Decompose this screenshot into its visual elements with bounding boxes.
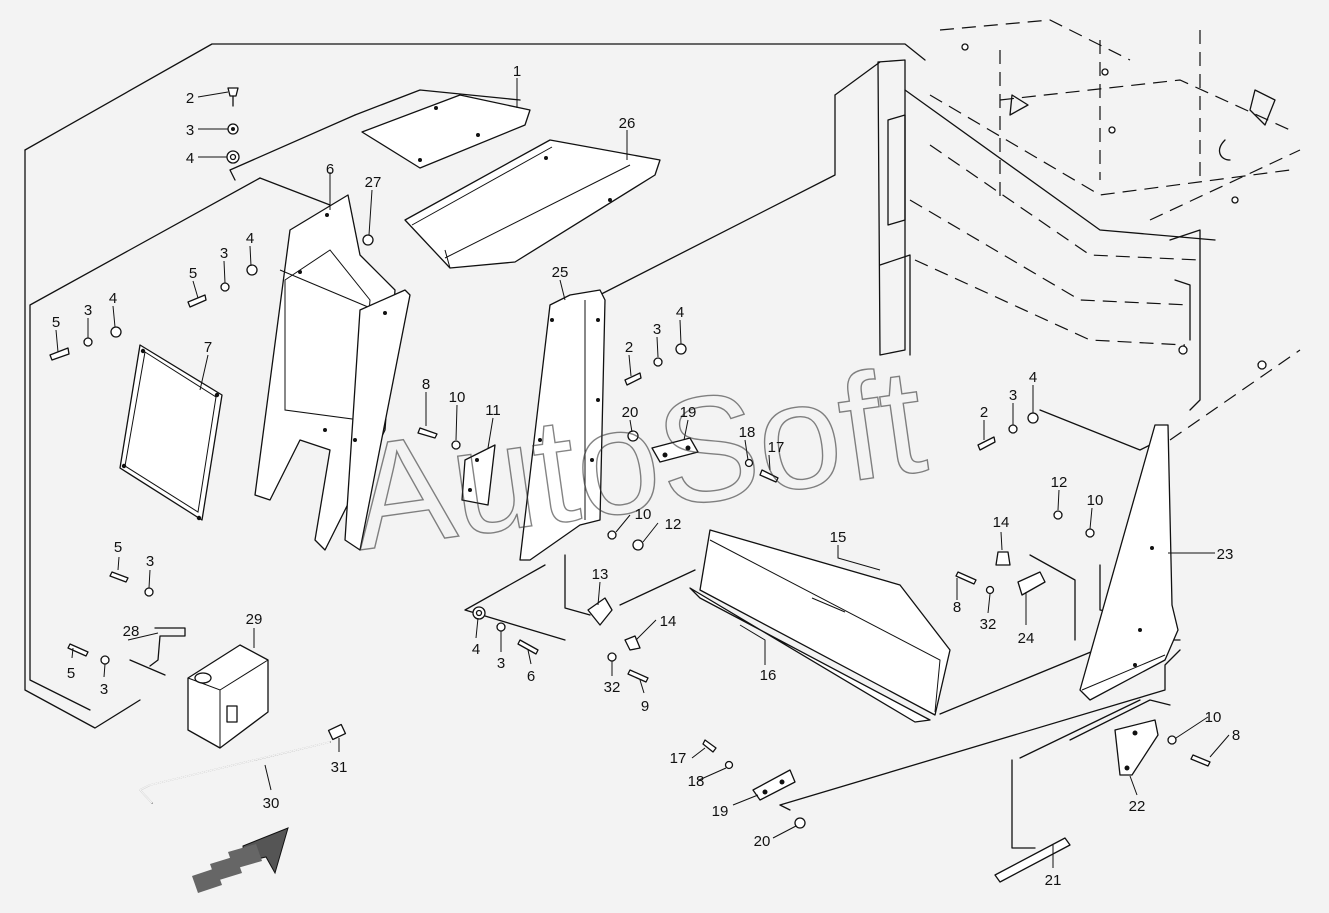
callout-30: 30 xyxy=(263,795,280,812)
callout-3: 3 xyxy=(84,302,92,319)
callout-3: 3 xyxy=(1009,387,1017,404)
callout-3: 3 xyxy=(653,321,661,338)
callout-28: 28 xyxy=(123,623,140,640)
part-19-hinge-upper xyxy=(651,437,699,463)
part-23-side-plate xyxy=(1079,424,1179,701)
callout-5: 5 xyxy=(67,665,75,682)
callout-8: 8 xyxy=(422,376,430,393)
callout-25: 25 xyxy=(552,264,569,281)
machine-frame xyxy=(877,19,1301,441)
callout-6: 6 xyxy=(326,161,334,178)
callout-4: 4 xyxy=(246,230,254,247)
callout-3: 3 xyxy=(100,681,108,698)
callout-labels: 1 2 3 4 6 27 26 5 3 4 5 3 4 7 25 2 3 4 8… xyxy=(52,63,1240,889)
callout-23: 23 xyxy=(1217,546,1234,563)
callout-13: 13 xyxy=(592,566,609,583)
part-30-hose xyxy=(138,741,331,804)
callout-32: 32 xyxy=(980,616,997,633)
part-25-upright-bracket xyxy=(519,289,606,561)
callout-10: 10 xyxy=(449,389,466,406)
callout-4: 4 xyxy=(109,290,117,307)
callout-27: 27 xyxy=(365,174,382,191)
callout-21: 21 xyxy=(1045,872,1062,889)
part-7-cover-plate xyxy=(119,344,223,521)
callout-14: 14 xyxy=(993,514,1010,531)
callout-6: 6 xyxy=(527,668,535,685)
callout-3: 3 xyxy=(497,655,505,672)
callout-22: 22 xyxy=(1129,798,1146,815)
direction-arrow-icon xyxy=(192,827,289,893)
callout-20: 20 xyxy=(754,833,771,850)
callout-29: 29 xyxy=(246,611,263,628)
callout-4: 4 xyxy=(1029,369,1037,386)
part-22-bracket xyxy=(1114,719,1159,776)
callout-4: 4 xyxy=(472,641,480,658)
callout-3: 3 xyxy=(220,245,228,262)
callout-5: 5 xyxy=(114,539,122,556)
callout-9: 9 xyxy=(641,698,649,715)
group-outlines xyxy=(24,43,1181,849)
callout-16: 16 xyxy=(760,667,777,684)
callout-3: 3 xyxy=(146,553,154,570)
part-1-top-plate xyxy=(361,94,531,169)
callout-10: 10 xyxy=(635,506,652,523)
callout-5: 5 xyxy=(52,314,60,331)
callout-32: 32 xyxy=(604,679,621,696)
callout-19: 19 xyxy=(680,404,697,421)
part-26-channel xyxy=(404,139,661,269)
callout-1: 1 xyxy=(513,63,521,80)
part-13-hinge-bracket xyxy=(587,597,613,626)
part-31-fitting xyxy=(327,723,347,741)
part-24-bracket xyxy=(1017,571,1046,596)
callout-26: 26 xyxy=(619,115,636,132)
callout-10: 10 xyxy=(1087,492,1104,509)
leader-lines xyxy=(55,78,1230,868)
part-16-strip xyxy=(689,587,931,723)
callout-3: 3 xyxy=(186,122,194,139)
callout-14: 14 xyxy=(660,613,677,630)
callout-17: 17 xyxy=(670,750,687,767)
callout-4: 4 xyxy=(676,304,684,321)
callout-5: 5 xyxy=(189,265,197,282)
callout-8: 8 xyxy=(1232,727,1240,744)
callout-31: 31 xyxy=(331,759,348,776)
part-29-reservoir xyxy=(187,644,269,749)
callout-15: 15 xyxy=(830,529,847,546)
callout-18: 18 xyxy=(739,424,756,441)
part-19-hinge-lower xyxy=(752,769,796,801)
fasteners xyxy=(49,87,1211,829)
part-11-bracket-plate xyxy=(461,444,496,506)
callout-2: 2 xyxy=(980,404,988,421)
callout-24: 24 xyxy=(1018,630,1035,647)
part-6-frame-panel xyxy=(254,194,411,551)
callout-11: 11 xyxy=(485,402,501,419)
callout-19: 19 xyxy=(712,803,729,820)
part-28-bracket xyxy=(129,627,186,676)
callout-2: 2 xyxy=(625,339,633,356)
callout-7: 7 xyxy=(204,339,212,356)
callout-10: 10 xyxy=(1205,709,1222,726)
callout-2: 2 xyxy=(186,90,194,107)
callout-12: 12 xyxy=(665,516,682,533)
part-21-rod xyxy=(994,837,1071,883)
callout-20: 20 xyxy=(622,404,639,421)
callout-18: 18 xyxy=(688,773,705,790)
callout-4: 4 xyxy=(186,150,194,167)
callout-12: 12 xyxy=(1051,474,1068,491)
part-15-tray xyxy=(699,529,951,716)
callout-17: 17 xyxy=(768,439,785,456)
callout-8: 8 xyxy=(953,599,961,616)
